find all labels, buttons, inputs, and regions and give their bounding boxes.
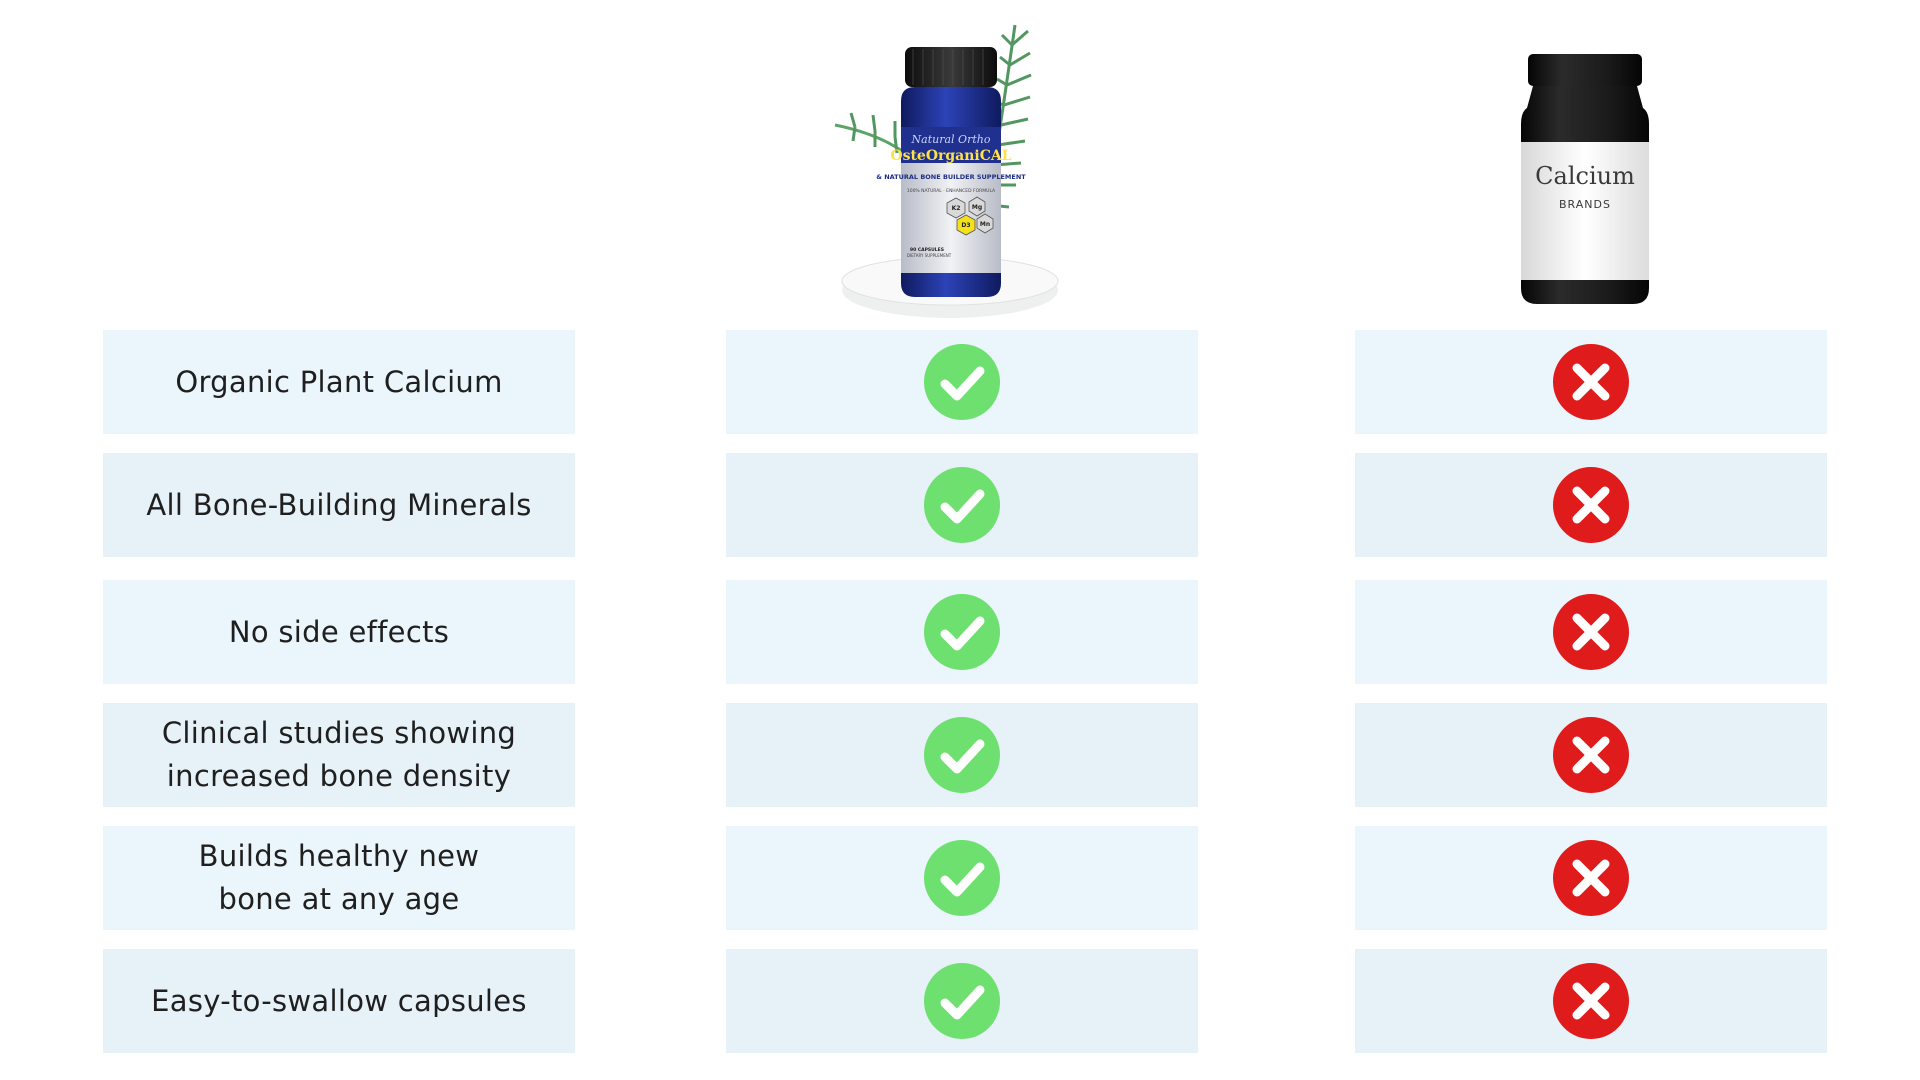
x-icon [1552, 716, 1630, 794]
svg-text:K2: K2 [952, 205, 961, 212]
osteorganical-bottle-image: Natural Ortho OsteOrganiCAL & NATURAL BO… [805, 15, 1095, 325]
calcium-brands-cell [1355, 703, 1827, 807]
bottle-brand-text: Natural Ortho [911, 133, 991, 146]
bottle-tagline-text: 100% NATURAL · ENHANCED FORMULA [907, 188, 996, 194]
x-icon [1552, 593, 1630, 671]
x-icon [1552, 343, 1630, 421]
bottle-dietary-text: DIETARY SUPPLEMENT [907, 253, 952, 258]
bottle-subtitle-text: & NATURAL BONE BUILDER SUPPLEMENT [876, 173, 1026, 181]
calcium-label-text: Calcium [1535, 162, 1635, 190]
feature-cell: Easy-to-swallow capsules [103, 949, 575, 1053]
feature-label: Builds healthy new bone at any age [198, 839, 480, 916]
osteorganical-cell [726, 703, 1198, 807]
calcium-brands-cell [1355, 949, 1827, 1053]
feature-cell: Organic Plant Calcium [103, 330, 575, 434]
check-icon [923, 466, 1001, 544]
feature-cell: No side effects [103, 580, 575, 684]
svg-text:Mg: Mg [972, 204, 982, 211]
x-icon [1552, 962, 1630, 1040]
feature-label: No side effects [228, 614, 450, 649]
calcium-brands-cell [1355, 826, 1827, 930]
bottle-count-text: 90 CAPSULES [910, 247, 944, 253]
osteorganical-cell [726, 949, 1198, 1053]
osteorganical-cell [726, 580, 1198, 684]
feature-label: Easy-to-swallow capsules [151, 983, 527, 1018]
x-icon [1552, 839, 1630, 917]
x-icon [1552, 466, 1630, 544]
check-icon [923, 962, 1001, 1040]
calcium-brands-bottle-image: Calcium BRANDS [1515, 52, 1655, 312]
check-icon [923, 343, 1001, 421]
calcium-brands-cell [1355, 580, 1827, 684]
check-icon [923, 716, 1001, 794]
calcium-brands-cell [1355, 453, 1827, 557]
osteorganical-cell [726, 330, 1198, 434]
check-icon [923, 839, 1001, 917]
feature-cell: Builds healthy new bone at any age [103, 826, 575, 930]
feature-label: All Bone-Building Minerals [146, 487, 532, 522]
bottle-name-text: OsteOrganiCAL [890, 148, 1011, 164]
feature-cell: All Bone-Building Minerals [103, 453, 575, 557]
svg-text:Mn: Mn [980, 221, 990, 228]
feature-label: Clinical studies showing increased bone … [161, 716, 517, 793]
feature-cell: Clinical studies showing increased bone … [103, 703, 575, 807]
check-icon [923, 593, 1001, 671]
feature-label: Organic Plant Calcium [175, 364, 503, 399]
osteorganical-cell [726, 453, 1198, 557]
brands-label-text: BRANDS [1559, 198, 1611, 211]
osteorganical-cell [726, 826, 1198, 930]
calcium-brands-cell [1355, 330, 1827, 434]
svg-text:D3: D3 [961, 222, 970, 229]
